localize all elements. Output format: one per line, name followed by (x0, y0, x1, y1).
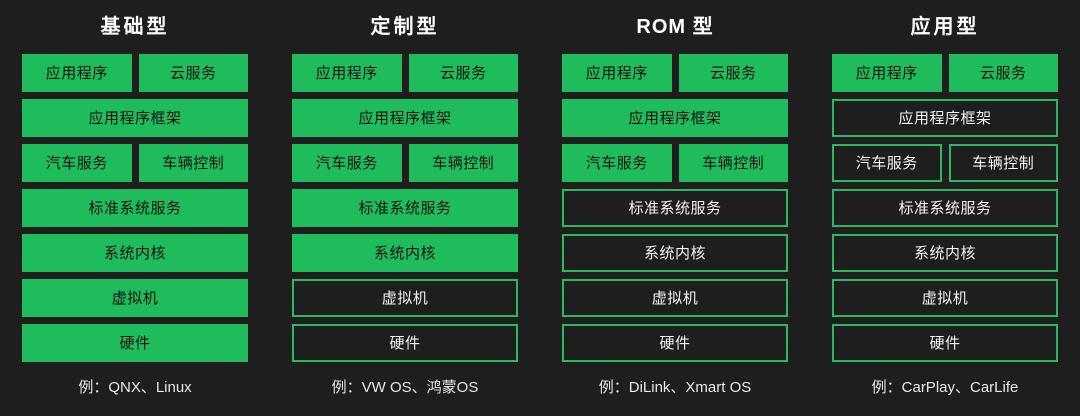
layer-cell[interactable]: 汽车服务 (562, 144, 672, 182)
layer-cell[interactable]: 系统内核 (562, 234, 788, 272)
stack-row: 汽车服务车辆控制 (292, 144, 518, 182)
layer-cell[interactable]: 云服务 (408, 54, 518, 92)
stack-row: 硬件 (22, 324, 248, 362)
layer-cell[interactable]: 车辆控制 (138, 144, 248, 182)
layer-cell[interactable]: 标准系统服务 (22, 189, 248, 227)
layer-cell[interactable]: 应用程序 (22, 54, 132, 92)
layer-cell[interactable]: 汽车服务 (832, 144, 942, 182)
stack-row: 标准系统服务 (22, 189, 248, 227)
layer-cell[interactable]: 系统内核 (292, 234, 518, 272)
stack-row: 应用程序框架 (22, 99, 248, 137)
layer-cell[interactable]: 车辆控制 (408, 144, 518, 182)
stack-row: 标准系统服务 (292, 189, 518, 227)
stack-row: 应用程序云服务 (292, 54, 518, 92)
stack-row: 标准系统服务 (832, 189, 1058, 227)
layer-cell[interactable]: 应用程序 (562, 54, 672, 92)
column-title-basic: 基础型 (100, 16, 170, 38)
stack-row: 应用程序框架 (292, 99, 518, 137)
layer-cell[interactable]: 硬件 (22, 324, 248, 362)
layer-cell[interactable]: 应用程序 (292, 54, 402, 92)
layer-cell[interactable]: 应用程序框架 (562, 99, 788, 137)
stack-row: 应用程序云服务 (22, 54, 248, 92)
stack-row: 虚拟机 (22, 279, 248, 317)
stack-row: 系统内核 (832, 234, 1058, 272)
stack-column-custom: 定制型应用程序云服务应用程序框架汽车服务车辆控制标准系统服务系统内核虚拟机硬件例… (270, 0, 540, 416)
stack-row: 应用程序云服务 (832, 54, 1058, 92)
stack-row: 标准系统服务 (562, 189, 788, 227)
layer-cell[interactable]: 应用程序框架 (22, 99, 248, 137)
layer-cell[interactable]: 云服务 (948, 54, 1058, 92)
column-title-application: 应用型 (910, 16, 980, 38)
stack-row: 系统内核 (562, 234, 788, 272)
layer-stack-application: 应用程序云服务应用程序框架汽车服务车辆控制标准系统服务系统内核虚拟机硬件 (832, 54, 1058, 362)
layer-stack-basic: 应用程序云服务应用程序框架汽车服务车辆控制标准系统服务系统内核虚拟机硬件 (22, 54, 248, 362)
stack-column-basic: 基础型应用程序云服务应用程序框架汽车服务车辆控制标准系统服务系统内核虚拟机硬件例… (0, 0, 270, 416)
layer-cell[interactable]: 系统内核 (832, 234, 1058, 272)
layer-cell[interactable]: 虚拟机 (22, 279, 248, 317)
column-title-custom: 定制型 (370, 16, 440, 38)
stack-row: 硬件 (832, 324, 1058, 362)
layer-cell[interactable]: 云服务 (678, 54, 788, 92)
stack-row: 系统内核 (22, 234, 248, 272)
stack-row: 汽车服务车辆控制 (832, 144, 1058, 182)
layer-cell[interactable]: 车辆控制 (948, 144, 1058, 182)
layer-cell[interactable]: 标准系统服务 (832, 189, 1058, 227)
column-example-basic: 例：QNX、Linux (78, 379, 192, 396)
stack-row: 硬件 (292, 324, 518, 362)
layer-cell[interactable]: 汽车服务 (22, 144, 132, 182)
layer-cell[interactable]: 硬件 (292, 324, 518, 362)
stack-row: 系统内核 (292, 234, 518, 272)
stack-row: 应用程序框架 (562, 99, 788, 137)
column-example-custom: 例：VW OS、鸿蒙OS (331, 379, 479, 396)
layer-cell[interactable]: 标准系统服务 (292, 189, 518, 227)
stack-column-rom: ROM 型应用程序云服务应用程序框架汽车服务车辆控制标准系统服务系统内核虚拟机硬… (540, 0, 810, 416)
stack-row: 汽车服务车辆控制 (562, 144, 788, 182)
layer-cell[interactable]: 汽车服务 (292, 144, 402, 182)
layer-stack-custom: 应用程序云服务应用程序框架汽车服务车辆控制标准系统服务系统内核虚拟机硬件 (292, 54, 518, 362)
layer-cell[interactable]: 车辆控制 (678, 144, 788, 182)
layer-cell[interactable]: 虚拟机 (832, 279, 1058, 317)
layer-cell[interactable]: 虚拟机 (292, 279, 518, 317)
column-example-rom: 例：DiLink、Xmart OS (598, 379, 752, 396)
layer-cell[interactable]: 硬件 (562, 324, 788, 362)
layer-stack-rom: 应用程序云服务应用程序框架汽车服务车辆控制标准系统服务系统内核虚拟机硬件 (562, 54, 788, 362)
stack-row: 虚拟机 (562, 279, 788, 317)
stack-row: 应用程序框架 (832, 99, 1058, 137)
layer-cell[interactable]: 应用程序框架 (292, 99, 518, 137)
stack-row: 硬件 (562, 324, 788, 362)
stack-column-application: 应用型应用程序云服务应用程序框架汽车服务车辆控制标准系统服务系统内核虚拟机硬件例… (810, 0, 1080, 416)
layer-cell[interactable]: 应用程序框架 (832, 99, 1058, 137)
layer-cell[interactable]: 标准系统服务 (562, 189, 788, 227)
layer-cell[interactable]: 应用程序 (832, 54, 942, 92)
stack-row: 应用程序云服务 (562, 54, 788, 92)
column-example-application: 例：CarPlay、CarLife (871, 379, 1019, 396)
column-title-rom: ROM 型 (636, 16, 714, 38)
stack-row: 虚拟机 (832, 279, 1058, 317)
layer-cell[interactable]: 虚拟机 (562, 279, 788, 317)
layer-cell[interactable]: 系统内核 (22, 234, 248, 272)
layer-cell[interactable]: 云服务 (138, 54, 248, 92)
stack-row: 汽车服务车辆控制 (22, 144, 248, 182)
stack-row: 虚拟机 (292, 279, 518, 317)
layer-cell[interactable]: 硬件 (832, 324, 1058, 362)
